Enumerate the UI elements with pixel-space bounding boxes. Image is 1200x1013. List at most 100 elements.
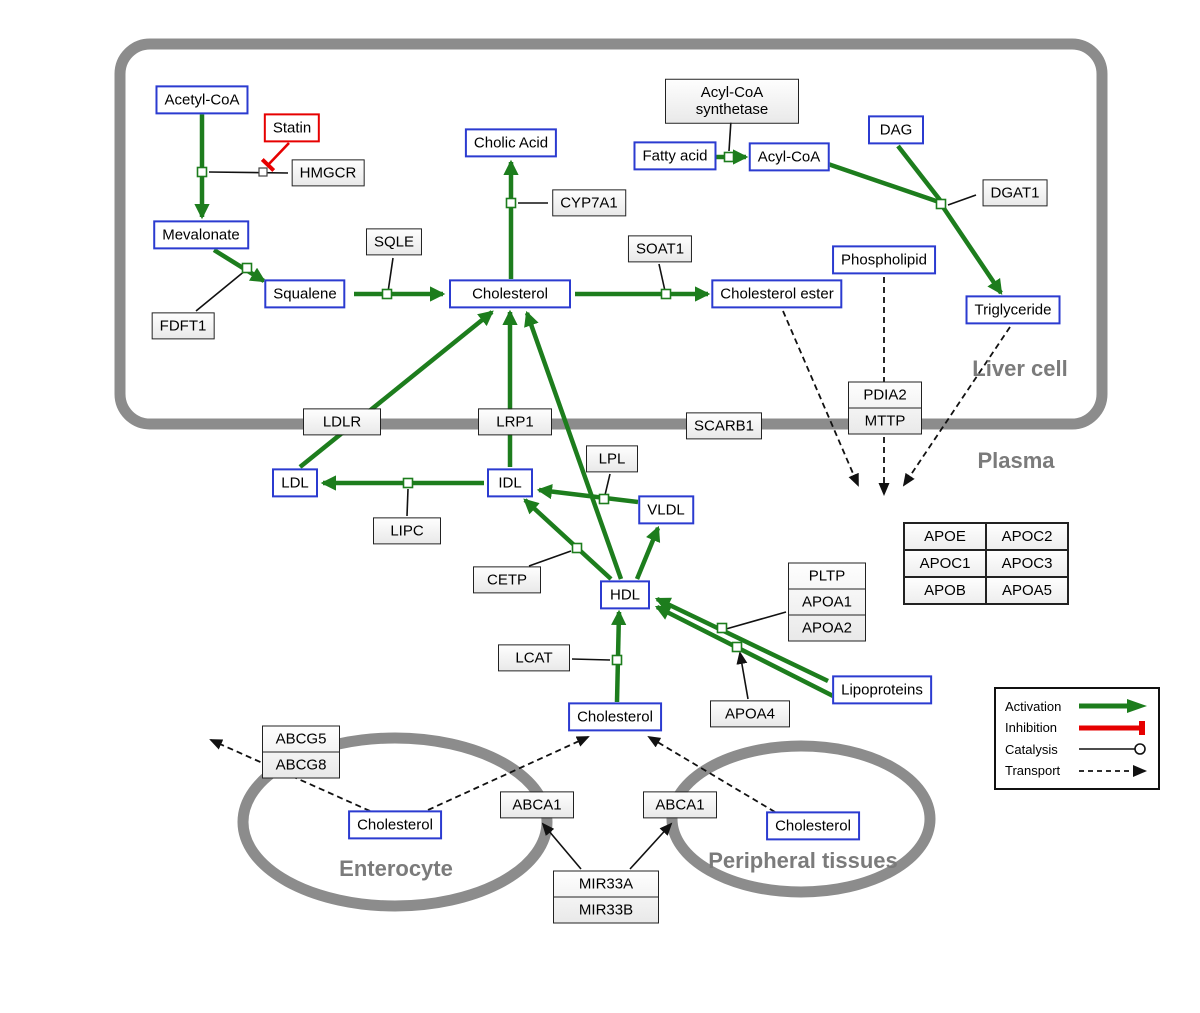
edge-ldl-livercholesterol xyxy=(298,310,494,469)
node-lcat[interactable]: LCAT xyxy=(498,644,570,672)
node-mevalonate[interactable]: Mevalonate xyxy=(153,220,249,250)
edge-hdl-livercholesterol xyxy=(524,310,624,580)
legend-inhibition-label: Inhibition xyxy=(1005,720,1058,736)
reaction-node xyxy=(505,197,517,209)
node-cholesterol-plasma[interactable]: Cholesterol xyxy=(568,702,662,732)
inhibition-tbar-glyph xyxy=(1079,720,1145,735)
catalysis-hmgcr xyxy=(208,171,289,174)
catalysis-sqle xyxy=(387,257,394,293)
edge-dag-junction xyxy=(896,144,942,202)
edge-mevalonate-squalene xyxy=(212,248,266,283)
catalysis-apoa4 xyxy=(736,651,749,700)
node-apoa4[interactable]: APOA4 xyxy=(710,700,790,728)
node-triglyceride[interactable]: Triglyceride xyxy=(965,295,1061,325)
node-apoa5[interactable]: APOA5 xyxy=(986,577,1068,604)
node-ldlr[interactable]: LDLR xyxy=(303,408,381,436)
node-mir33b[interactable]: MIR33B xyxy=(554,896,658,923)
pltp-apoa-box: PLTP APOA1 APOA2 xyxy=(788,562,866,642)
edge-lipoproteins-hdl-upper xyxy=(654,596,829,684)
regulation-mir33-abca1-left xyxy=(541,822,582,870)
reaction-node xyxy=(598,493,610,505)
node-soat1[interactable]: SOAT1 xyxy=(627,235,693,263)
node-phospholipid[interactable]: Phospholipid xyxy=(832,245,936,275)
peripheral-tissues-membrane xyxy=(666,740,936,898)
catalysis-lcat xyxy=(571,658,611,661)
catalysis-apoa1-apoa2 xyxy=(725,611,787,630)
node-acetyl-coa[interactable]: Acetyl-CoA xyxy=(155,85,249,115)
node-dgat1[interactable]: DGAT1 xyxy=(982,179,1048,207)
node-cyp7a1[interactable]: CYP7A1 xyxy=(552,189,626,217)
legend-activation-label: Activation xyxy=(1005,698,1062,714)
node-abca1-right[interactable]: ABCA1 xyxy=(643,791,717,819)
node-lipc[interactable]: LIPC xyxy=(373,517,441,545)
edge-vldl-idl xyxy=(536,483,639,505)
node-squalene[interactable]: Squalene xyxy=(264,279,346,309)
node-mttp[interactable]: MTTP xyxy=(849,407,921,434)
reaction-node xyxy=(723,151,735,163)
apolipoprotein-table: APOE APOC2 APOC1 APOC3 APOB APOA5 xyxy=(903,522,1069,605)
node-idl[interactable]: IDL xyxy=(487,468,533,498)
node-cholesterol-ester[interactable]: Cholesterol ester xyxy=(711,279,843,309)
reaction-node xyxy=(196,166,208,178)
legend-activation-row: Activation xyxy=(1005,696,1149,716)
node-cholesterol-liver[interactable]: Cholesterol xyxy=(449,279,571,309)
node-lpl[interactable]: LPL xyxy=(586,445,638,473)
node-vldl[interactable]: VLDL xyxy=(638,495,694,525)
legend-catalysis-label: Catalysis xyxy=(1005,741,1058,757)
liver-cell-membrane xyxy=(114,38,1108,430)
catalysis-lpl xyxy=(604,473,611,496)
node-mir33a[interactable]: MIR33A xyxy=(578,875,634,893)
transport-triglyceride-plasma xyxy=(902,326,1011,487)
node-ldl[interactable]: LDL xyxy=(272,468,318,498)
node-acyl-coa-synthetase[interactable]: Acyl-CoA synthetase xyxy=(665,78,799,124)
peripheral-tissues-label: Peripheral tissues xyxy=(708,848,898,873)
node-acyl-coa[interactable]: Acyl-CoA xyxy=(748,142,830,172)
mir33-box: MIR33A MIR33B xyxy=(553,870,659,924)
node-abcg5[interactable]: ABCG5 xyxy=(275,730,327,748)
node-cholesterol-enterocyte[interactable]: Cholesterol xyxy=(348,810,442,840)
node-pltp[interactable]: PLTP xyxy=(808,567,846,585)
node-dag[interactable]: DAG xyxy=(868,115,924,145)
node-apoe[interactable]: APOE xyxy=(904,523,986,550)
node-scarb1[interactable]: SCARB1 xyxy=(685,412,763,440)
node-cetp[interactable]: CETP xyxy=(473,566,541,594)
legend-transport-label: Transport xyxy=(1005,763,1061,779)
node-sqle[interactable]: SQLE xyxy=(365,228,423,256)
legend-catalysis-row: Catalysis xyxy=(1005,739,1149,759)
node-hdl[interactable]: HDL xyxy=(600,580,650,610)
transport-cholesterol-abcg-out xyxy=(209,739,371,812)
reaction-node xyxy=(716,622,728,634)
node-statin[interactable]: Statin xyxy=(263,113,321,143)
node-apoc3[interactable]: APOC3 xyxy=(986,550,1068,577)
node-apoc2[interactable]: APOC2 xyxy=(986,523,1068,550)
edge-junction-triglyceride xyxy=(941,205,1003,295)
enterocyte-label: Enterocyte xyxy=(339,856,453,881)
node-pdia2[interactable]: PDIA2 xyxy=(863,386,907,404)
node-fdft1[interactable]: FDFT1 xyxy=(151,312,215,340)
reaction-node xyxy=(611,654,623,666)
edge-hdl-idl-cetp xyxy=(523,498,613,581)
catalysis-acylcoa-synthetase xyxy=(728,119,732,152)
node-cholic-acid[interactable]: Cholic Acid xyxy=(464,128,558,158)
node-apoa2[interactable]: APOA2 xyxy=(789,614,865,641)
catalysis-dgat1 xyxy=(947,194,977,206)
node-apob[interactable]: APOB xyxy=(904,577,986,604)
node-abcg8[interactable]: ABCG8 xyxy=(263,751,339,778)
pdia2-mttp-box: PDIA2 MTTP xyxy=(848,381,922,435)
edge-acylcoa-junction xyxy=(827,161,940,205)
node-cholesterol-peripheral[interactable]: Cholesterol xyxy=(766,811,860,841)
node-abca1-left[interactable]: ABCA1 xyxy=(500,791,574,819)
node-apoc1[interactable]: APOC1 xyxy=(904,550,986,577)
reaction-node xyxy=(731,641,743,653)
node-hmgcr[interactable]: HMGCR xyxy=(291,159,365,187)
catalysis-circle-glyph xyxy=(1079,743,1146,756)
node-fatty-acid[interactable]: Fatty acid xyxy=(633,141,717,171)
abcg-box: ABCG5 ABCG8 xyxy=(262,725,340,779)
reaction-node xyxy=(935,198,947,210)
node-lrp1[interactable]: LRP1 xyxy=(478,408,552,436)
node-apoa1[interactable]: APOA1 xyxy=(789,588,865,615)
reaction-node xyxy=(571,542,583,554)
reaction-node xyxy=(381,288,393,300)
node-lipoproteins[interactable]: Lipoproteins xyxy=(832,675,932,705)
